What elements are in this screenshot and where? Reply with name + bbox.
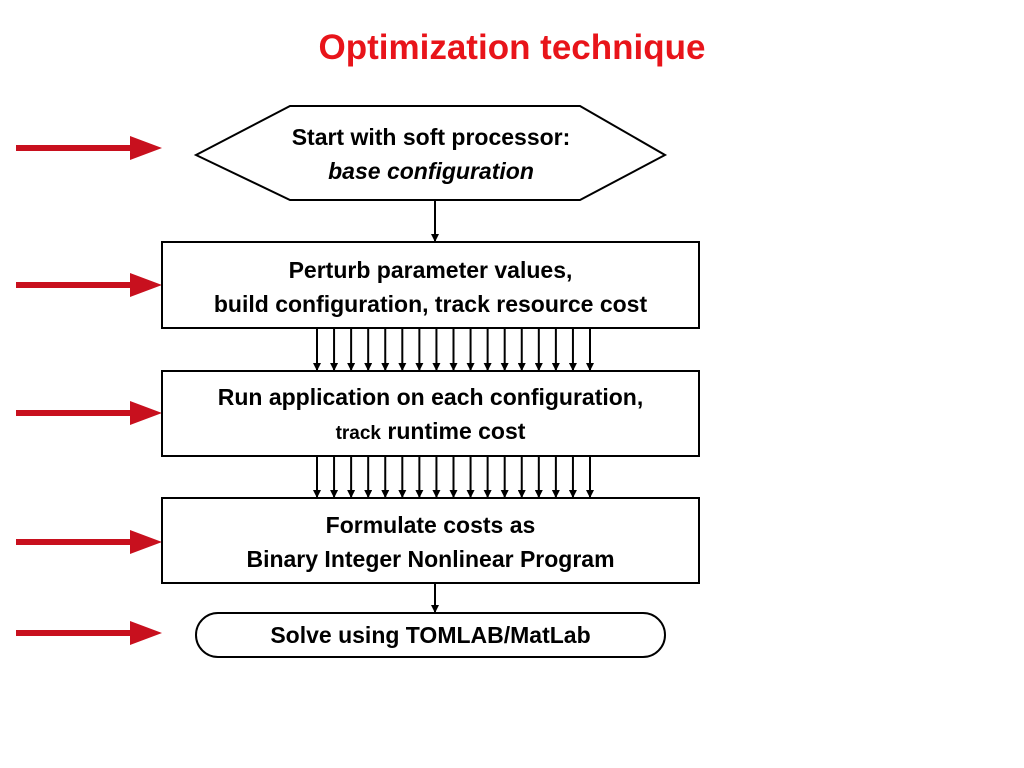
side-arrow-5 [16, 621, 162, 645]
formulate-line-1: Formulate costs as [325, 512, 536, 538]
run-node-text: Run application on each configuration, t… [162, 380, 699, 451]
formulate-box [161, 497, 700, 584]
start-hexagon [193, 105, 668, 201]
parallel-connectors-perturb-to-run [313, 329, 594, 371]
perturb-line-1: Perturb parameter values, [288, 257, 573, 283]
perturb-node-text: Perturb parameter values, build configur… [162, 253, 699, 321]
run-line-2-rest: runtime cost [387, 418, 526, 444]
run-line-2: track runtime cost [162, 414, 699, 451]
solve-line-1: Solve using TOMLAB/MatLab [270, 622, 591, 648]
page-title: Optimization technique [318, 28, 706, 67]
side-arrow-2 [16, 273, 162, 297]
side-arrows [16, 136, 162, 645]
run-box [161, 370, 700, 457]
start-line-1: Start with soft processor: [291, 124, 571, 150]
perturb-box [161, 241, 700, 329]
run-line-2-small: track [335, 423, 381, 444]
parallel-connectors-run-to-formulate [313, 457, 594, 498]
perturb-line-2: build configuration, track resource cost [213, 291, 648, 317]
side-arrow-3 [16, 401, 162, 425]
side-arrow-4 [16, 530, 162, 554]
start-line-2: base configuration [328, 158, 534, 184]
solve-oval [195, 612, 666, 658]
start-node-text: Start with soft processor: base configur… [196, 120, 666, 188]
side-arrow-1 [16, 136, 162, 160]
formulate-node-text: Formulate costs as Binary Integer Nonlin… [162, 508, 699, 576]
run-line-1: Run application on each configuration, [217, 384, 644, 410]
formulate-line-2: Binary Integer Nonlinear Program [246, 546, 615, 572]
solve-node-text: Solve using TOMLAB/MatLab [196, 618, 665, 652]
